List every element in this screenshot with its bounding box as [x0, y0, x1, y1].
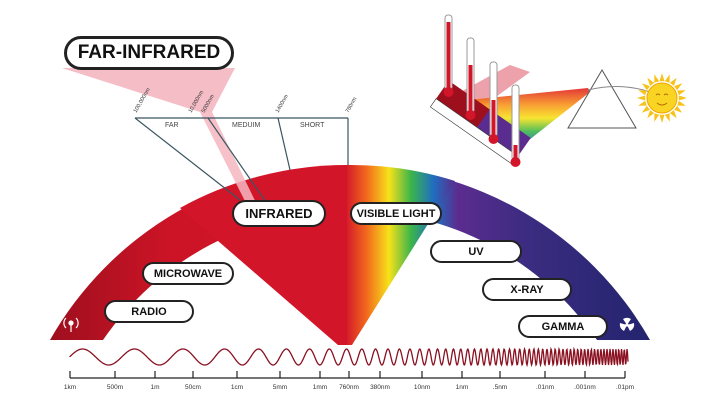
scale-tick-label: .5nm [492, 384, 508, 391]
visible-light-label: VISIBLE LIGHT [350, 202, 442, 225]
scale-tick-label: .01nm [535, 384, 555, 391]
microwave-label: MICROWAVE [142, 262, 234, 285]
scale-tick-label: .001nm [574, 384, 596, 391]
sun-ray [641, 83, 650, 91]
infrared-label: INFRARED [232, 200, 326, 227]
scale-tick-label: 760nm [339, 384, 359, 391]
prism-icon [567, 69, 637, 129]
sun-ray [654, 74, 660, 83]
band-far: FAR [165, 122, 179, 129]
radio-label: RADIO [104, 300, 194, 323]
radiation-icon [619, 317, 635, 331]
scale-tick-label: 50cm [185, 384, 201, 391]
wavelength-wave [69, 346, 629, 368]
uv-label: UV [430, 240, 522, 263]
infrared-wedge [180, 164, 347, 345]
radio-wave-icon [63, 317, 79, 332]
sun-ray [669, 110, 677, 119]
xray-label: X-RAY [482, 278, 572, 301]
scale-tick-label: 380nm [370, 384, 390, 391]
sun-ray [664, 74, 670, 83]
sun-ray [638, 100, 647, 106]
scale-tick-label: 1cm [230, 384, 244, 391]
scale-tick-label: 5mm [272, 384, 288, 391]
scale-tick-label: 1km [63, 384, 77, 391]
sun-ray [654, 113, 660, 122]
prism-illustration [429, 14, 687, 167]
band-medium: MEDUIM [232, 122, 261, 129]
sun-ray [678, 95, 687, 101]
scale-tick-label: .01pm [615, 384, 635, 391]
sun-ray [647, 77, 655, 86]
thermometer-icon [443, 14, 521, 167]
scale-tick-label: 1m [150, 384, 160, 391]
sun-ray [664, 113, 670, 122]
sun-ray [641, 105, 650, 113]
scale-tick-label: 1nm [455, 384, 469, 391]
sun-ray [674, 105, 683, 113]
sun-ray [638, 90, 647, 96]
sun-ray [659, 114, 665, 123]
gamma-label: GAMMA [518, 315, 608, 338]
scale-tick-label: 10nm [413, 384, 431, 391]
sun-icon [637, 73, 687, 123]
far-infrared-ray [200, 112, 262, 215]
infrared-band-lines [134, 117, 349, 206]
sun-ray [647, 110, 655, 119]
sun-ray [674, 83, 683, 91]
far-infrared-label: FAR-INFRARED [64, 36, 234, 70]
scale-tick-label: 500m [106, 384, 124, 391]
band-short: SHORT [300, 122, 325, 129]
far-infrared-beam [62, 68, 235, 112]
sun-ray [659, 73, 665, 82]
scale-tick-label: 1mm [312, 384, 328, 391]
sun-ray [677, 90, 686, 96]
sun-ray [677, 100, 686, 106]
sun-ray [637, 95, 646, 101]
sun-ray [669, 77, 677, 86]
